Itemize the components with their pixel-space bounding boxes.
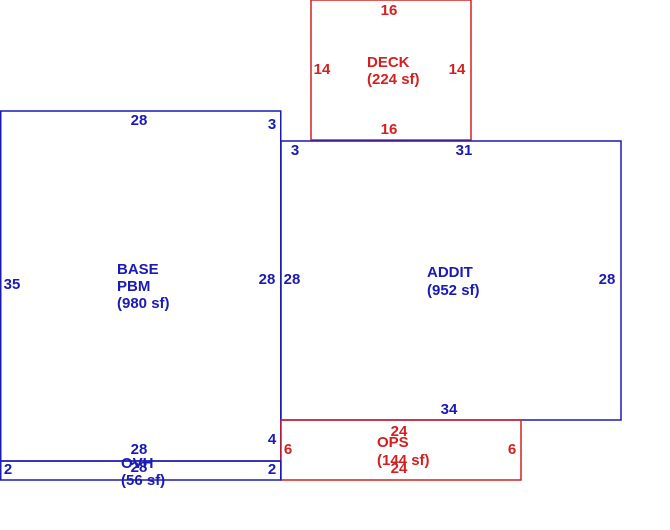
base-area: (980 sf) [117, 295, 170, 312]
ops-area: (144 sf) [377, 452, 430, 469]
base-dim-bottom-right: 4 [268, 431, 277, 448]
addit-dim-right: 28 [599, 271, 616, 288]
addit-area: (952 sf) [427, 282, 480, 299]
ovh-dim-left: 2 [4, 461, 12, 478]
base-name-line2: PBM [117, 278, 150, 295]
ovh-outline [0, 460, 282, 481]
base-name-line1: BASE [117, 261, 159, 278]
base-dim-left: 35 [4, 276, 21, 293]
addit-dim-left: 28 [284, 271, 301, 288]
ops-dim-left: 6 [284, 441, 292, 458]
ovh-name: OVH [121, 455, 154, 472]
deck-dim-bottom: 16 [381, 121, 398, 138]
ops-name: OPS [377, 434, 409, 451]
base-dim-top-right: 3 [268, 116, 276, 133]
ops-outline [280, 419, 522, 481]
base-dim-right: 28 [259, 271, 276, 288]
ops-dim-right: 6 [508, 441, 516, 458]
ops-dim-bottom: 24 [391, 460, 408, 477]
ovh-dim-bottom: 28 [131, 459, 148, 476]
addit-dim-top-left: 3 [291, 142, 299, 159]
base-dim-top: 28 [131, 112, 148, 129]
deck-dim-top: 16 [381, 2, 398, 19]
deck-dim-left: 14 [314, 61, 331, 78]
base-dim-bottom: 28 [131, 441, 148, 458]
deck-dim-right: 14 [449, 61, 466, 78]
addit-dim-top: 31 [456, 142, 473, 159]
deck-name: DECK [367, 54, 410, 71]
addit-dim-bottom: 34 [441, 401, 458, 418]
deck-outline [310, 0, 472, 141]
deck-area: (224 sf) [367, 71, 420, 88]
ops-dim-top: 24 [391, 423, 408, 440]
addit-name: ADDIT [427, 264, 473, 281]
ovh-area: (56 sf) [121, 472, 165, 489]
ovh-dim-right: 2 [268, 461, 276, 478]
